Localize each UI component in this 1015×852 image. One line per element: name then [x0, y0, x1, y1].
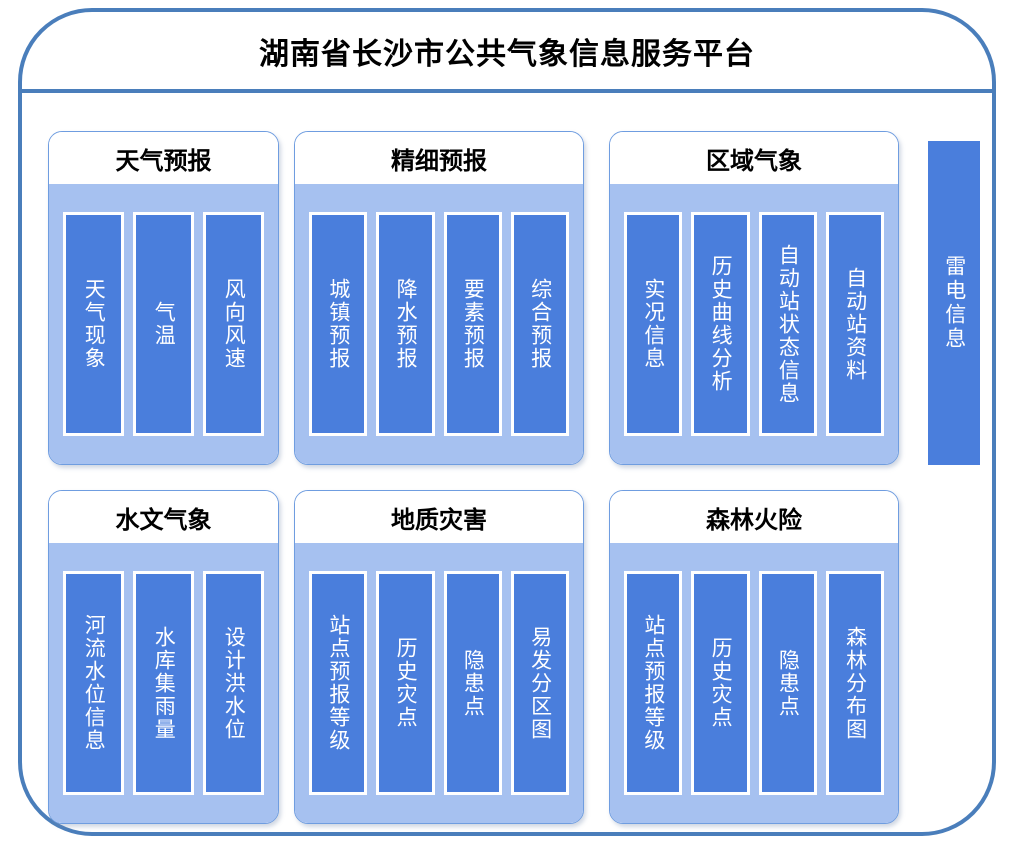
group-body: 城镇预报 降水预报 要素预报 综合预报: [295, 184, 583, 464]
item-bar[interactable]: 自动站状态信息: [758, 212, 817, 436]
group-card-weather-forecast[interactable]: 天气预报 天气现象 气温 风向风速: [48, 131, 279, 465]
group-card-geological-disaster[interactable]: 地质灾害 站点预报等级 历史灾点 隐患点 易发分区图: [294, 490, 584, 824]
lightning-info-bar[interactable]: 雷电信息: [928, 141, 980, 465]
item-label: 历史灾点: [394, 637, 418, 729]
group-title: 地质灾害: [295, 491, 583, 543]
item-label: 历史灾点: [709, 637, 733, 729]
group-card-hydrological-meteorology[interactable]: 水文气象 河流水位信息 水库集雨量 设计洪水位: [48, 490, 279, 824]
platform-body: 天气预报 天气现象 气温 风向风速 精细预报: [22, 93, 992, 832]
group-title: 天气预报: [49, 132, 278, 184]
item-bar[interactable]: 站点预报等级: [309, 571, 368, 795]
group-body: 站点预报等级 历史灾点 隐患点 森林分布图: [610, 543, 898, 823]
item-label: 站点预报等级: [326, 614, 350, 752]
item-label: 隐患点: [461, 648, 485, 718]
group-body: 实况信息 历史曲线分析 自动站状态信息 自动站资料: [610, 184, 898, 464]
item-bar[interactable]: 历史灾点: [376, 571, 435, 795]
item-bar[interactable]: 综合预报: [510, 212, 569, 436]
item-label: 要素预报: [461, 278, 485, 370]
item-bar[interactable]: 历史灾点: [691, 571, 750, 795]
item-label: 自动站状态信息: [776, 243, 800, 405]
page-title: 湖南省长沙市公共气象信息服务平台: [259, 37, 755, 71]
group-items: 城镇预报 降水预报 要素预报 综合预报: [309, 212, 569, 436]
platform-header: 湖南省长沙市公共气象信息服务平台: [22, 12, 992, 93]
group-items: 天气现象 气温 风向风速: [63, 212, 264, 436]
item-label: 站点预报等级: [641, 614, 665, 752]
item-bar[interactable]: 实况信息: [624, 212, 683, 436]
item-bar[interactable]: 降水预报: [376, 212, 435, 436]
lightning-info-label: 雷电信息: [942, 255, 966, 351]
item-bar[interactable]: 设计洪水位: [203, 571, 264, 795]
item-label: 天气现象: [82, 278, 106, 370]
item-bar[interactable]: 历史曲线分析: [691, 212, 750, 436]
group-items: 河流水位信息 水库集雨量 设计洪水位: [63, 571, 264, 795]
item-label: 隐患点: [776, 648, 800, 718]
item-label: 风向风速: [222, 278, 246, 370]
group-card-forest-fire-risk[interactable]: 森林火险 站点预报等级 历史灾点 隐患点 森林分布图: [609, 490, 899, 824]
item-bar[interactable]: 自动站资料: [825, 212, 884, 436]
item-label: 降水预报: [394, 278, 418, 370]
group-card-regional-meteorology[interactable]: 区域气象 实况信息 历史曲线分析 自动站状态信息 自动站资料: [609, 131, 899, 465]
item-bar[interactable]: 天气现象: [63, 212, 124, 436]
platform-frame: 湖南省长沙市公共气象信息服务平台 天气预报 天气现象 气温 风向风速: [18, 8, 996, 836]
item-label: 气温: [152, 301, 176, 347]
group-title: 区域气象: [610, 132, 898, 184]
item-label: 易发分区图: [528, 625, 552, 741]
item-bar[interactable]: 河流水位信息: [63, 571, 124, 795]
group-items: 实况信息 历史曲线分析 自动站状态信息 自动站资料: [624, 212, 884, 436]
item-bar[interactable]: 隐患点: [443, 571, 502, 795]
group-title: 森林火险: [610, 491, 898, 543]
item-bar[interactable]: 易发分区图: [510, 571, 569, 795]
item-bar[interactable]: 气温: [133, 212, 194, 436]
item-bar[interactable]: 站点预报等级: [624, 571, 683, 795]
item-label: 自动站资料: [843, 266, 867, 382]
item-bar[interactable]: 森林分布图: [825, 571, 884, 795]
item-label: 实况信息: [641, 278, 665, 370]
group-body: 站点预报等级 历史灾点 隐患点 易发分区图: [295, 543, 583, 823]
item-bar[interactable]: 风向风速: [203, 212, 264, 436]
item-label: 河流水位信息: [82, 614, 106, 752]
group-body: 天气现象 气温 风向风速: [49, 184, 278, 464]
item-label: 历史曲线分析: [709, 255, 733, 393]
item-bar[interactable]: 水库集雨量: [133, 571, 194, 795]
group-card-fine-forecast[interactable]: 精细预报 城镇预报 降水预报 要素预报 综合预报: [294, 131, 584, 465]
item-label: 设计洪水位: [222, 625, 246, 741]
item-bar[interactable]: 要素预报: [443, 212, 502, 436]
group-title: 精细预报: [295, 132, 583, 184]
item-label: 森林分布图: [843, 625, 867, 741]
item-bar[interactable]: 城镇预报: [309, 212, 368, 436]
group-title: 水文气象: [49, 491, 278, 543]
item-label: 水库集雨量: [152, 625, 176, 741]
group-items: 站点预报等级 历史灾点 隐患点 森林分布图: [624, 571, 884, 795]
item-bar[interactable]: 隐患点: [758, 571, 817, 795]
group-body: 河流水位信息 水库集雨量 设计洪水位: [49, 543, 278, 823]
item-label: 城镇预报: [326, 278, 350, 370]
item-label: 综合预报: [528, 278, 552, 370]
group-items: 站点预报等级 历史灾点 隐患点 易发分区图: [309, 571, 569, 795]
